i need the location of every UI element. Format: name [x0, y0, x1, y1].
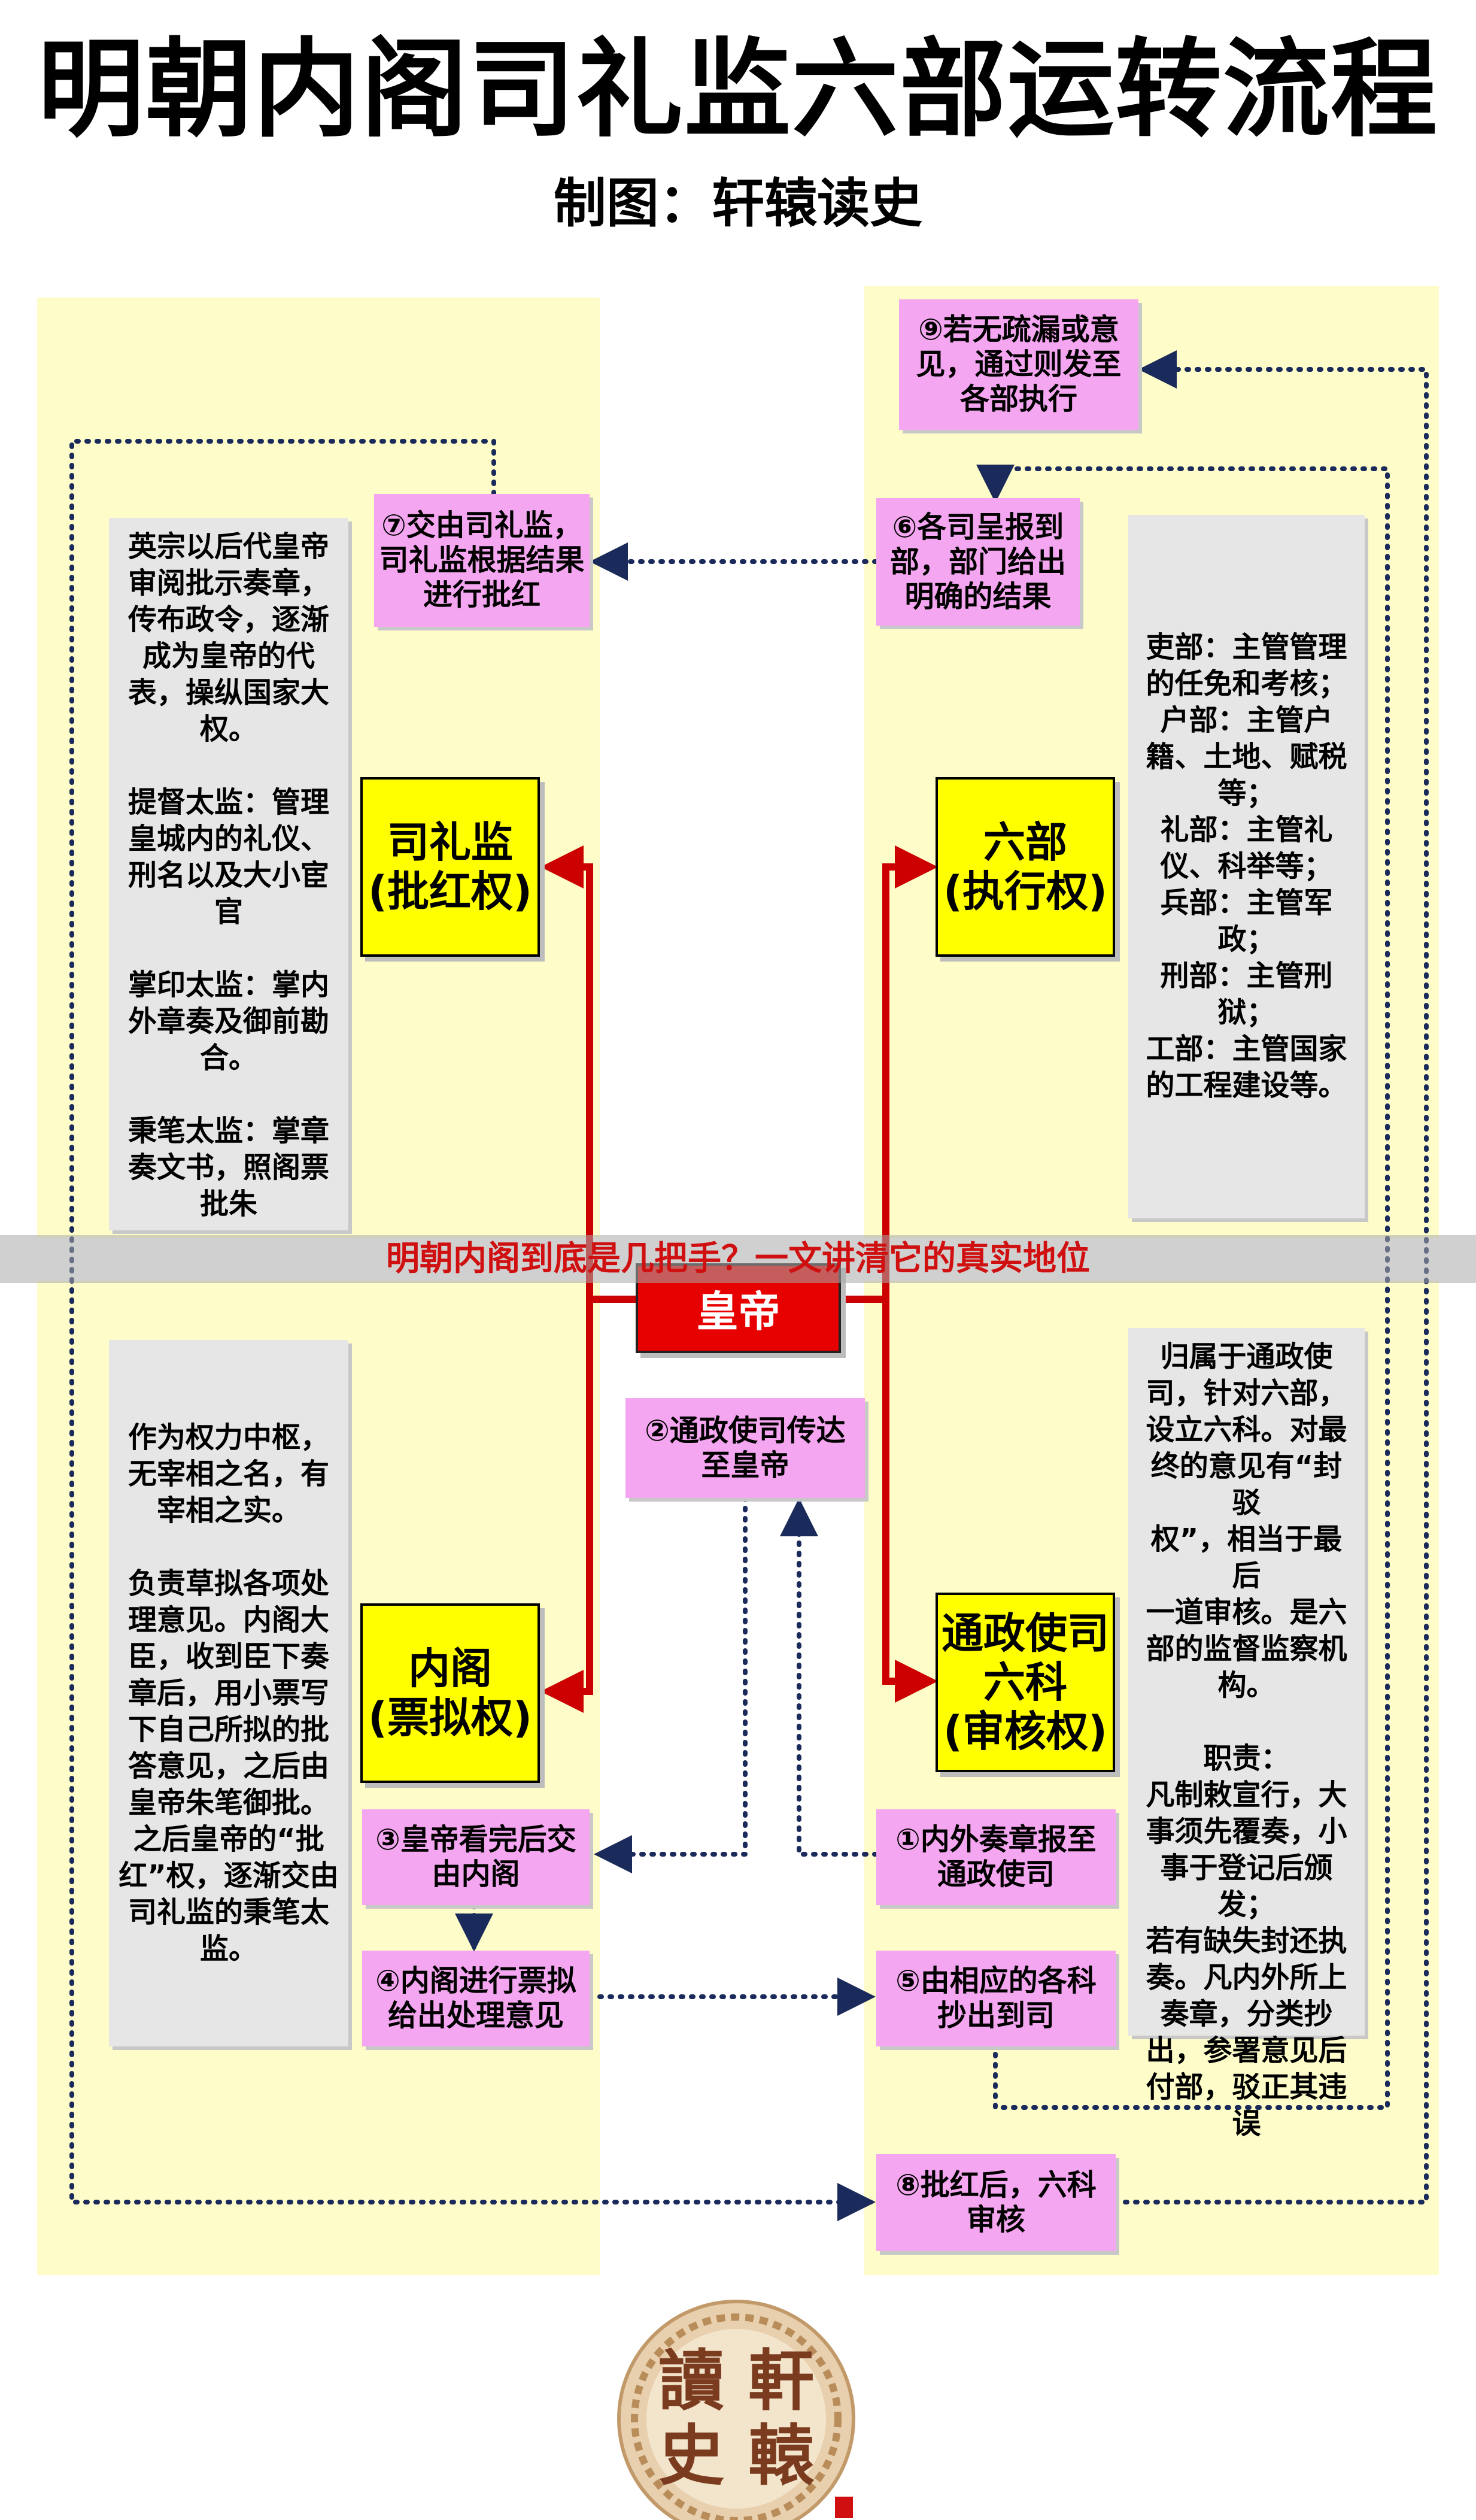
- note-liubu: 吏部：主管管理 的任免和考核； 户部：主管户 籍、土地、赋税 等； 礼部：主管礼…: [1128, 515, 1365, 1218]
- step-4: ④内阁进行票拟 给出处理意见: [362, 1951, 590, 2046]
- arrow-s7-to-s8: [69, 439, 876, 2221]
- node-liubu: 六部 (执行权): [936, 777, 1115, 957]
- arrow-s8-to-s9: [1113, 350, 1429, 2204]
- step-3: ③皇帝看完后交 由内阁: [362, 1809, 590, 1905]
- note-tongzheng: 归属于通政使 司，针对六部， 设立六科。对最 终的意见有“封驳 权”，相当于最后…: [1128, 1328, 1365, 2140]
- seal-logo: 讀 軒 史 轅: [617, 2300, 855, 2520]
- step-1: ①内外奏章报至 通政使司: [876, 1809, 1116, 1905]
- seal-char-3: 史: [658, 2417, 724, 2494]
- page-subtitle: 制图：轩辕读史: [553, 172, 922, 234]
- arrow-s1-to-s2: [780, 1498, 879, 1857]
- seal-char-2: 軒: [748, 2342, 814, 2419]
- arrow-s5-to-s6: [976, 465, 1390, 2110]
- seal-char-4: 轅: [748, 2417, 815, 2494]
- seal-stamp-icon: [835, 2497, 853, 2518]
- note-silijian: 英宗以后代皇帝 审阅批示奏章， 传布政令，逐渐 成为皇帝的代 表，操纵国家大 权…: [109, 518, 348, 1230]
- seal-char-1: 讀: [658, 2342, 724, 2419]
- node-neige: 内阁 (票拟权): [360, 1603, 540, 1783]
- overlay-banner: [0, 1235, 1476, 1283]
- emperor-links: [540, 845, 938, 1713]
- overlay-banner-text: 明朝内阁到底是几把手？一文讲清它的真实地位: [386, 1239, 1090, 1278]
- step-9: ⑨若无疏漏或意 见，通过则发至 各部执行: [899, 299, 1138, 430]
- note-neige: 作为权力中枢， 无宰相之名，有 宰相之实。 负责草拟各项处 理意见。内阁大 臣，…: [109, 1340, 348, 2046]
- arrow-s2-to-s3: [594, 1496, 748, 1873]
- step-7: ⑦交由司礼监， 司礼监根据结果 进行批红: [374, 494, 590, 627]
- step-6: ⑥各司呈报到 部，部门给出 明确的结果: [876, 498, 1080, 626]
- step-8: ⑧批红后，六科 审核: [876, 2154, 1116, 2251]
- node-silijian: 司礼监 (批红权): [360, 777, 540, 957]
- step-5: ⑤由相应的各科 抄出到司: [876, 1951, 1116, 2046]
- step-2: ②通政使司传达 至皇帝: [625, 1398, 865, 1498]
- page-title: 明朝内阁司礼监六部运转流程: [38, 28, 1438, 151]
- node-tongzheng: 通政使司 六科 (审核权): [936, 1593, 1115, 1772]
